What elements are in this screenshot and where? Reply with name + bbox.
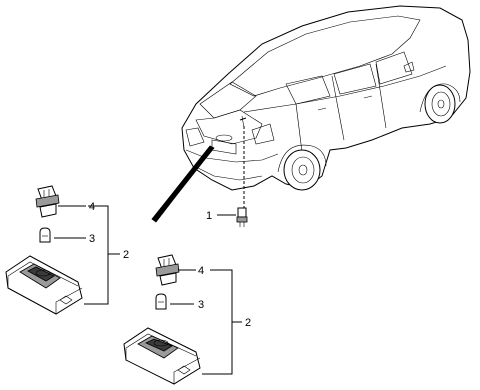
assembly-bracket-right	[202, 269, 233, 375]
harness-connector	[236, 207, 248, 227]
callout-1: 1	[206, 210, 212, 222]
bulb-left	[39, 227, 51, 243]
license-lamp-housing-right	[123, 327, 201, 385]
callout-2-left: 2	[123, 249, 129, 261]
bulb-holder-right	[155, 254, 180, 286]
callout-3-left: 3	[89, 233, 95, 245]
callout-2-right: 2	[245, 317, 251, 329]
license-lamp-housing-left	[5, 255, 83, 315]
harness-wire	[239, 117, 247, 208]
assembly-bracket-left	[84, 205, 109, 305]
callout-4-right: 4	[198, 265, 204, 277]
bulb-holder-left	[35, 185, 60, 218]
bulb-right	[155, 293, 167, 310]
sedan-car-illustration	[181, 5, 471, 191]
location-pointer	[151, 145, 215, 223]
callout-4-left: 4	[89, 201, 95, 213]
callout-3-right: 3	[198, 299, 204, 311]
